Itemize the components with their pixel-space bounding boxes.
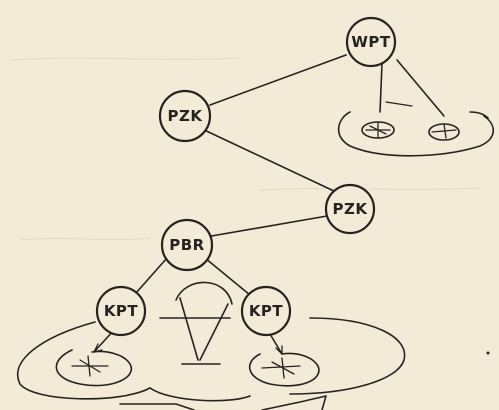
node-pbr: PBR [160, 218, 214, 272]
node-wpt: WPT [345, 16, 397, 68]
edge-wpt-right-down [396, 59, 445, 117]
node-kpt-left-label: KPT [104, 302, 139, 320]
upper-right-ellipse-tail [469, 111, 489, 119]
bowl-icon-left [361, 121, 395, 139]
bottom-ellipse-left-inner [55, 349, 133, 387]
bowl-icon-right [428, 123, 460, 141]
bottom-ellipse-right-outer [289, 317, 406, 395]
ink-dot [486, 351, 490, 355]
bowl-icon-bottom-right [261, 357, 301, 379]
arrow-kpt-right-head [275, 345, 283, 355]
node-pzk-middle: PZK [324, 183, 376, 235]
bottom-frame-left [119, 403, 195, 410]
node-kpt-left: KPT [95, 285, 147, 337]
upper-right-group [337, 111, 495, 157]
edge-wpt-pzk-upper [209, 54, 347, 106]
loop-right-leg [199, 303, 229, 361]
bottom-frame-right [261, 395, 327, 410]
edge-wpt-center-down [379, 63, 383, 113]
loop-arc [175, 281, 233, 305]
node-pzk-middle-label: PZK [333, 200, 369, 218]
edge-pbr-kpt-right [204, 257, 251, 296]
bottom-group [17, 317, 406, 410]
node-pbr-label: PBR [169, 236, 204, 254]
edge-pzk-upper-pzk-middle [199, 127, 337, 193]
bottom-ellipse-left-outer [17, 321, 151, 400]
paper-texture [9, 57, 481, 241]
node-pzk-upper-label: PZK [168, 107, 204, 125]
bottom-ellipse-right-inner [249, 352, 320, 387]
edge-wpt-crossbar [385, 101, 413, 107]
edge-pzk-middle-pbr [199, 215, 328, 239]
node-wpt-label: WPT [351, 33, 391, 51]
bottom-arc-center [149, 387, 251, 402]
arrow-kpt-right-down [269, 333, 283, 355]
bowl-icon-bottom-left [71, 355, 109, 377]
arrow-kpt-left-head [93, 343, 103, 353]
edges [135, 54, 445, 296]
node-pzk-upper: PZK [158, 89, 212, 143]
upper-right-ellipse [337, 111, 495, 157]
edge-pbr-kpt-left [135, 257, 168, 294]
loop-left-leg [179, 297, 199, 361]
node-kpt-right-label: KPT [249, 302, 284, 320]
node-kpt-right: KPT [240, 285, 292, 337]
middle-loop-group [159, 281, 233, 365]
